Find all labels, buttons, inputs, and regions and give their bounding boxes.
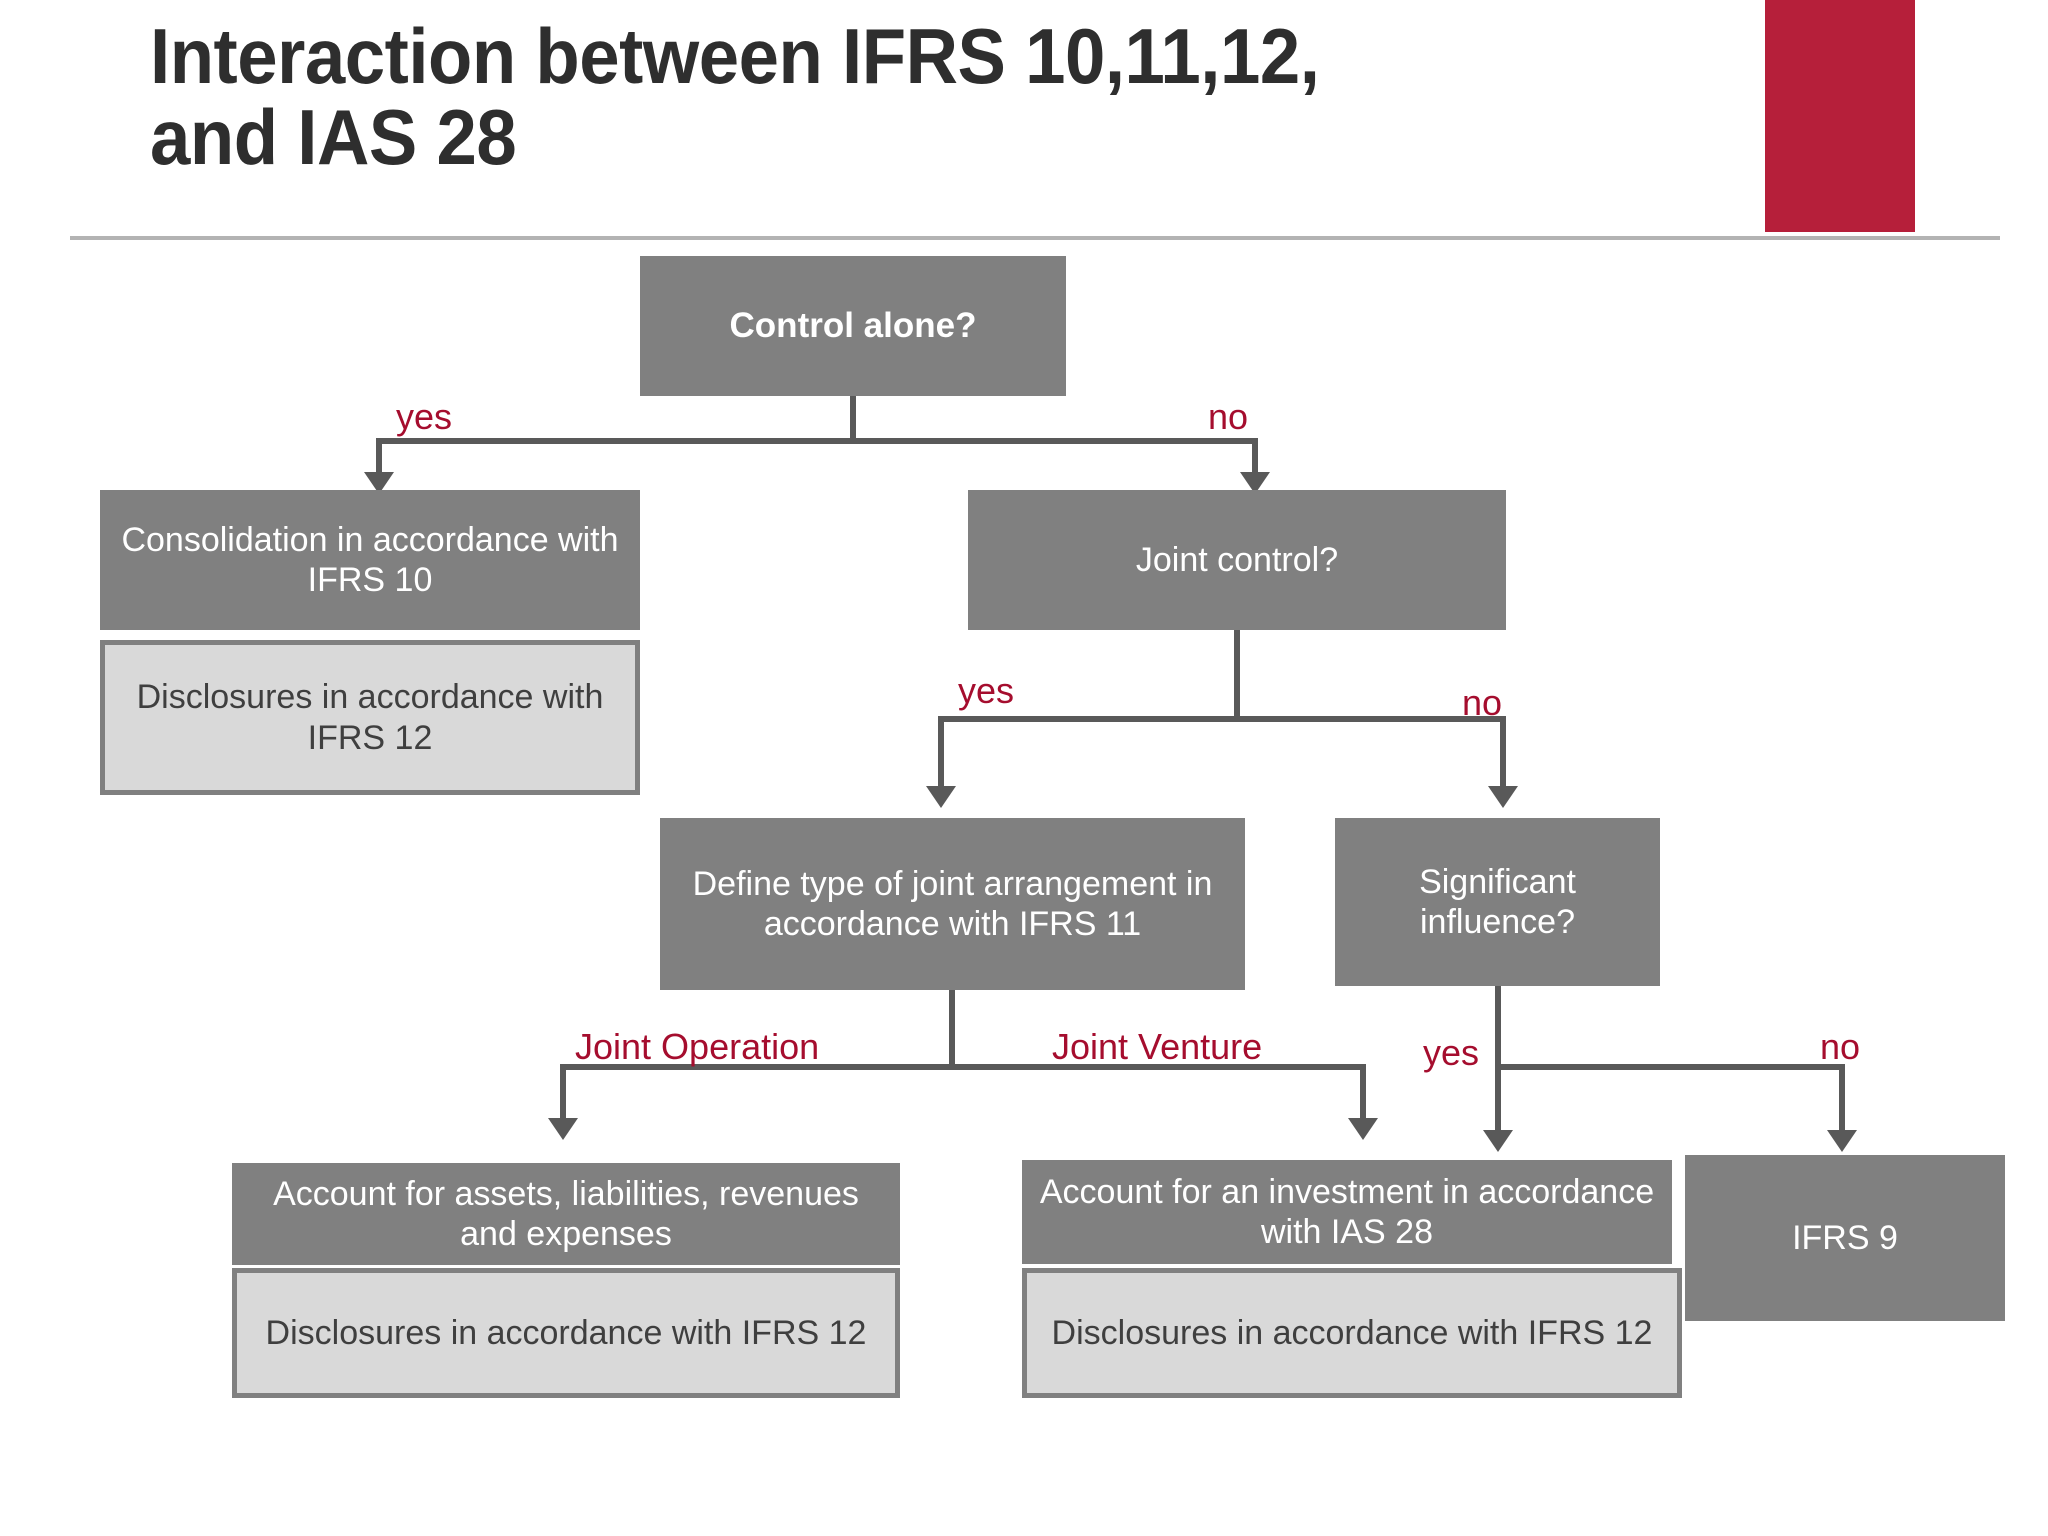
node-ifrs9-label: IFRS 9 [1792,1218,1898,1257]
connector-significant-split [1495,1064,1845,1070]
accent-bar [1765,0,1915,232]
connector-joint-no-drop [1500,716,1506,792]
node-joint-control-label: Joint control? [1135,540,1339,579]
connector-joint-stem [1234,630,1240,722]
node-account-investment-ias28[interactable]: Account for an investment in accordance … [1022,1160,1672,1264]
connector-control-stem [850,396,856,444]
edge-label-significant-no: no [1820,1026,1861,1067]
node-disclosure-ifrs12-joint-operation-label: Disclosures in accordance with IFRS 12 [265,1313,867,1352]
node-control-alone-label: Control alone? [729,306,977,346]
node-control-alone[interactable]: Control alone? [640,256,1066,396]
edge-label-control-no: no [1208,396,1249,437]
connector-joint-yes-drop [938,716,944,792]
node-significant-influence-label: Significant influence? [1419,862,1576,941]
page-title: Interaction between IFRS 10,11,12, and I… [150,12,1320,182]
node-define-joint-arrangement-label: Define type of joint arrangement in acco… [692,864,1213,943]
node-joint-control[interactable]: Joint control? [968,490,1506,630]
arrowhead-joint-yes [926,786,956,808]
node-account-assets-label: Account for assets, liabilities, revenue… [273,1174,859,1253]
node-significant-influence[interactable]: Significant influence? [1335,818,1660,986]
node-consolidation-ifrs10[interactable]: Consolidation in accordance with IFRS 10 [100,490,640,630]
arrowhead-significant-yes [1483,1130,1513,1152]
connector-significant-stem [1495,986,1501,1070]
node-consolidation-ifrs10-label: Consolidation in accordance with IFRS 10 [121,520,619,599]
arrowhead-joint-no [1488,786,1518,808]
node-disclosure-ifrs12-joint-operation[interactable]: Disclosures in accordance with IFRS 12 [232,1268,900,1398]
arrowhead-joint-venture [1348,1118,1378,1140]
connector-joint-operation-drop [560,1064,566,1124]
arrowhead-control-yes [364,472,394,494]
edge-label-joint-yes: yes [958,670,1015,711]
arrowhead-significant-no [1827,1130,1857,1152]
connector-control-split [376,438,1258,444]
node-ifrs9[interactable]: IFRS 9 [1685,1155,2005,1321]
connector-significant-no-drop [1839,1064,1845,1136]
arrowhead-control-no [1240,472,1270,494]
node-disclosure-ifrs12-joint-venture[interactable]: Disclosures in accordance with IFRS 12 [1022,1268,1682,1398]
node-disclosure-ifrs12-joint-venture-label: Disclosures in accordance with IFRS 12 [1051,1313,1653,1352]
node-account-assets[interactable]: Account for assets, liabilities, revenue… [232,1163,900,1265]
node-disclosure-ifrs12-left[interactable]: Disclosures in accordance with IFRS 12 [100,640,640,795]
connector-significant-yes-drop [1495,1064,1501,1136]
node-account-investment-ias28-label: Account for an investment in accordance … [1039,1172,1655,1251]
connector-joint-venture-drop [1360,1064,1366,1124]
connector-joint-split [938,716,1506,722]
edge-label-significant-yes: yes [1423,1032,1480,1073]
connector-define-stem [949,990,955,1068]
arrowhead-joint-operation [548,1118,578,1140]
edge-label-joint-operation: Joint Operation [575,1026,820,1067]
edge-label-control-yes: yes [396,396,453,437]
connector-control-no-drop [1252,438,1258,478]
edge-label-joint-venture: Joint Venture [1052,1026,1263,1067]
connector-control-yes-drop [376,438,382,478]
edge-label-joint-no: no [1462,682,1503,723]
node-disclosure-ifrs12-left-label: Disclosures in accordance with IFRS 12 [136,678,604,757]
connector-define-split [560,1064,1366,1070]
header-divider [70,236,2000,240]
node-define-joint-arrangement[interactable]: Define type of joint arrangement in acco… [660,818,1245,990]
